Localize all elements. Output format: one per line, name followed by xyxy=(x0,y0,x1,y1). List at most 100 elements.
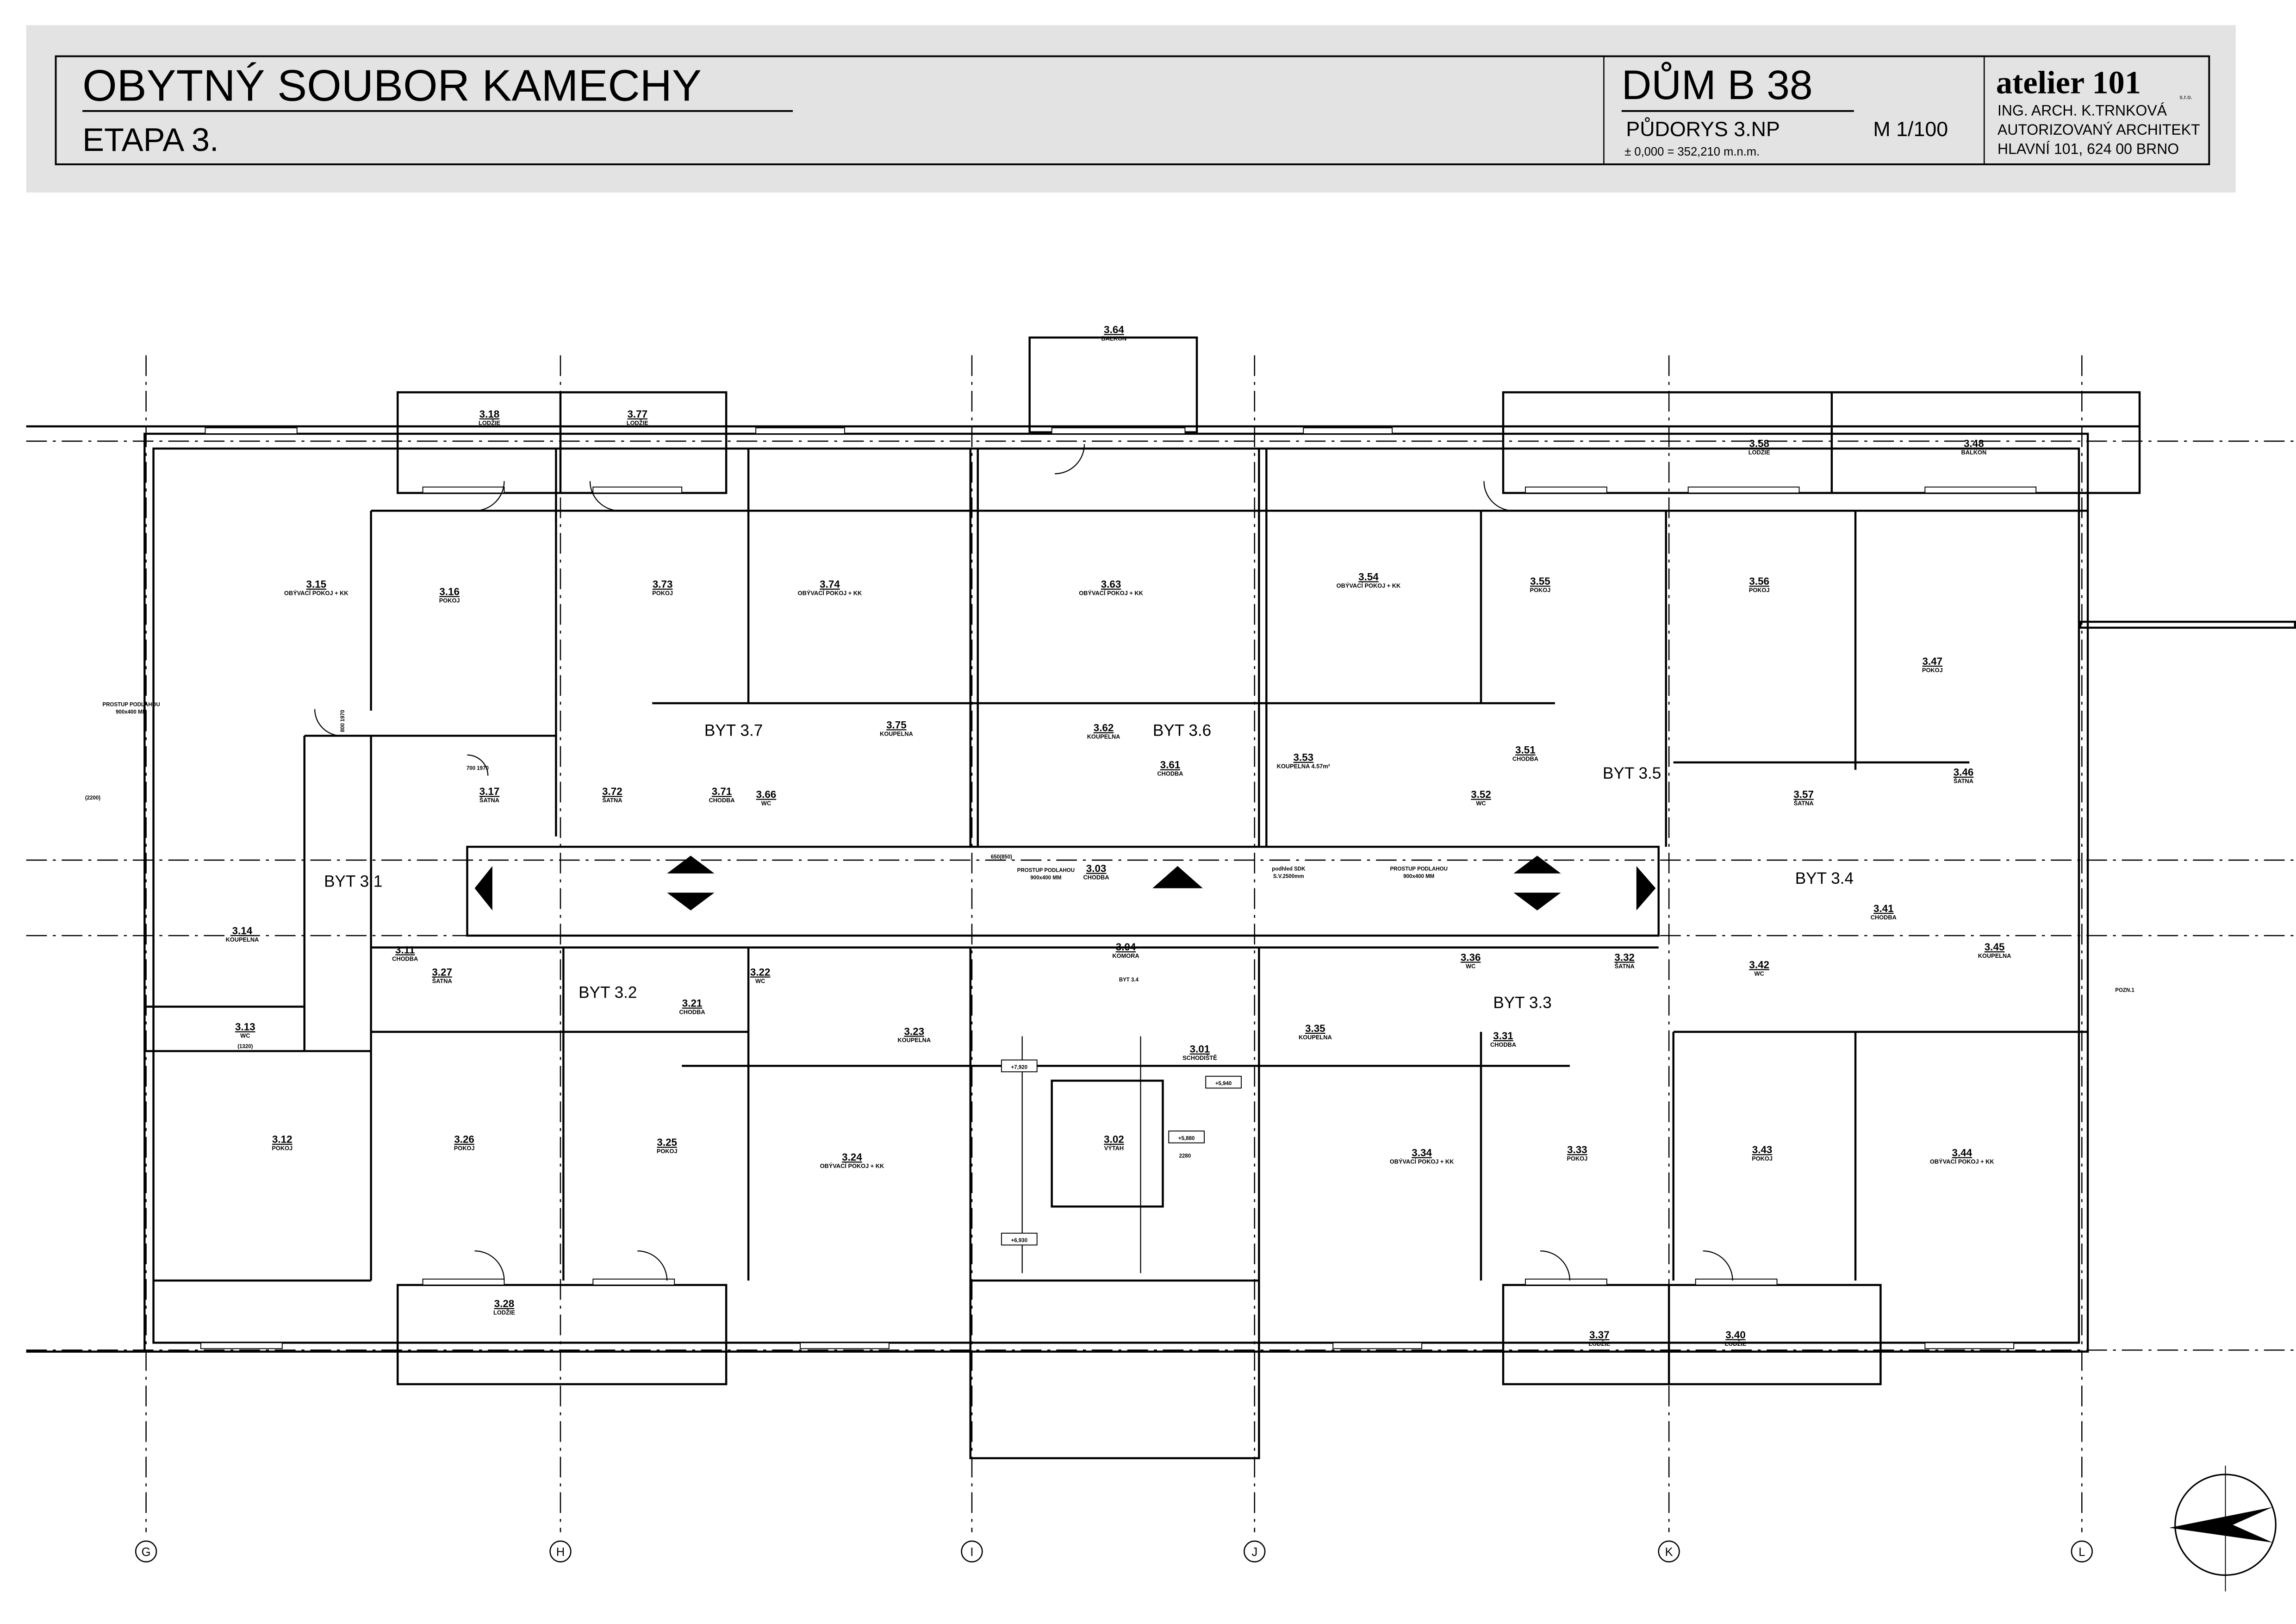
elevation-markers: +7,920 +5,940 +5,880 +6,930 xyxy=(1001,1059,1242,1246)
architect-role: AUTORIZOVANÝ ARCHITEKT xyxy=(1997,121,2200,138)
room-name: LODŽIE xyxy=(493,1309,515,1316)
room-name: WC xyxy=(761,800,771,807)
room-number: 3.34 xyxy=(1412,1147,1432,1158)
room-number: 3.17 xyxy=(479,786,500,797)
room-number: 3.61 xyxy=(1160,759,1181,771)
room-name: ŠATNA xyxy=(432,977,452,984)
room-number: 3.53 xyxy=(1293,752,1313,763)
room-number: 3.62 xyxy=(1094,722,1114,734)
room-number: 3.45 xyxy=(1985,941,2005,953)
ceiling-note: podhled SDK xyxy=(1272,866,1306,872)
room-number: 3.15 xyxy=(306,579,327,590)
arrow-up-icon xyxy=(667,856,715,874)
grid-axis-label: K xyxy=(1665,1546,1673,1559)
firm-address: HLAVNÍ 101, 624 00 BRNO xyxy=(1997,141,2179,157)
room-number: 3.36 xyxy=(1461,951,1481,963)
drawing-scale: M 1/100 xyxy=(1873,118,1948,141)
grid-axis-label: G xyxy=(142,1546,151,1559)
room-number: 3.51 xyxy=(1515,744,1536,756)
doors xyxy=(314,444,1733,1281)
room-name: POKOJ xyxy=(1567,1155,1587,1162)
lift-size-note: 2280 xyxy=(1179,1154,1191,1159)
room-name: WC xyxy=(240,1032,250,1039)
floor-opening-note: PROSTUP PODLAHOU xyxy=(1017,868,1075,874)
stair-door-note: 650(850) xyxy=(991,855,1012,860)
grid-axis-label: J xyxy=(1251,1546,1257,1559)
room-name: WC xyxy=(1755,970,1764,977)
svg-text:s.r.o.: s.r.o. xyxy=(2179,94,2192,100)
arrow-down-icon xyxy=(1513,893,1561,911)
floor-opening-note: PROSTUP PODLAHOU xyxy=(1390,866,1448,872)
room-name: SCHODIŠTĚ xyxy=(1182,1055,1217,1062)
room-number: 3.77 xyxy=(627,408,647,420)
room-number: 3.74 xyxy=(820,579,840,590)
room-number: 3.25 xyxy=(657,1137,677,1148)
room-number: 3.22 xyxy=(750,966,771,978)
project-title: OBYTNÝ SOUBOR KAMECHY xyxy=(82,61,702,110)
room-name: CHODBA xyxy=(1490,1041,1516,1048)
room-number: 3.58 xyxy=(1749,438,1769,450)
room-number: 3.55 xyxy=(1530,575,1550,587)
room-number: 3.18 xyxy=(479,408,500,420)
room-name: CHODBA xyxy=(709,797,734,804)
room-name: ŠATNA xyxy=(1615,962,1635,969)
room-number: 3.24 xyxy=(842,1151,862,1163)
elevation-marker: +5,880 xyxy=(1178,1136,1195,1141)
floor-opening-size: 900x400 MM xyxy=(1030,875,1061,881)
room-name: KOUPELNA xyxy=(880,730,913,737)
room-number: 3.28 xyxy=(494,1298,515,1310)
grid-axis-circle xyxy=(1658,1540,1680,1562)
room-name: KOUPELNA xyxy=(897,1037,931,1043)
room-number: 3.31 xyxy=(1493,1030,1513,1042)
floor-opening-size: 900x400 MM xyxy=(116,709,147,715)
grid-axis-label: L xyxy=(2078,1546,2085,1559)
arrow-right-icon xyxy=(1636,866,1656,911)
grid-axis-circle xyxy=(549,1540,572,1562)
room-name: OBÝVACÍ POKOJ + KK xyxy=(1337,582,1401,589)
room-name: VÝTAH xyxy=(1104,1145,1124,1152)
room-name: KOUPELNA xyxy=(1087,733,1120,740)
room-name: POKOJ xyxy=(1752,1155,1773,1162)
elevation-marker: +6,930 xyxy=(1011,1238,1028,1243)
room-name: POKOJ xyxy=(272,1145,292,1152)
room-number: 3.16 xyxy=(439,586,460,598)
room-name: OBÝVACÍ POKOJ + KK xyxy=(1930,1158,1994,1165)
room-number: 3.44 xyxy=(1952,1147,1972,1158)
room-name: KOUPELNA xyxy=(1978,952,2011,959)
room-number: 3.12 xyxy=(272,1134,292,1145)
windows xyxy=(200,427,2037,1349)
svg-text:atelier 101: atelier 101 xyxy=(1996,64,2141,100)
floor-opening-size: 900x400 MM xyxy=(1403,874,1434,879)
room-number: 3.41 xyxy=(1873,903,1894,914)
apartment-label: BYT 3.6 xyxy=(1153,721,1211,739)
room-number: 3.40 xyxy=(1725,1329,1746,1341)
room-name: KOUPELNA xyxy=(1299,1034,1332,1041)
room-name: OBÝVACÍ POKOJ + KK xyxy=(820,1162,884,1169)
